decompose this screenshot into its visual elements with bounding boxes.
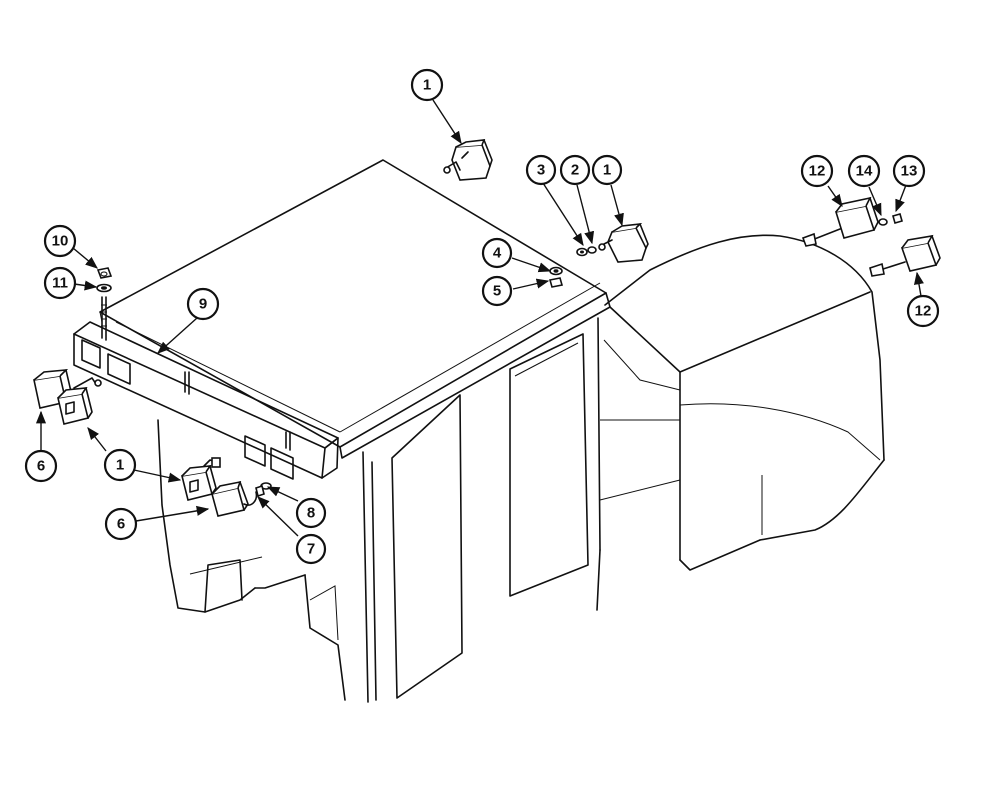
- callout-14: 14: [847, 154, 881, 188]
- work-lamp-rear: [576, 222, 649, 263]
- nut-and-washer: [96, 267, 113, 293]
- callout-11: 11: [43, 266, 77, 300]
- svg-text:14: 14: [856, 163, 873, 180]
- callout-1-top-lamp: 1: [410, 68, 444, 102]
- svg-text:4: 4: [493, 245, 502, 262]
- leader-lines: [35, 99, 924, 537]
- callout-5: 5: [481, 275, 513, 307]
- callout-4: 4: [481, 237, 513, 269]
- svg-text:1: 1: [423, 77, 431, 94]
- callout-1-front: 1: [103, 448, 137, 482]
- rear-lamp-upper: [801, 196, 903, 247]
- callout-2: 2: [559, 154, 591, 186]
- callout-3: 3: [525, 154, 557, 186]
- callout-13: 13: [892, 154, 926, 188]
- callouts: 1 3 2 1 12 14 13 10 11 4 5 12 9 6 1 8 6 …: [24, 68, 940, 565]
- callout-7: 7: [295, 533, 327, 565]
- svg-text:8: 8: [307, 505, 315, 522]
- callout-8: 8: [295, 497, 327, 529]
- svg-text:13: 13: [901, 163, 918, 180]
- cab-body: [99, 159, 885, 703]
- callout-6-center: 6: [104, 507, 138, 541]
- svg-text:1: 1: [603, 162, 611, 179]
- svg-text:12: 12: [809, 163, 826, 180]
- svg-text:9: 9: [199, 296, 207, 313]
- svg-text:12: 12: [915, 303, 932, 320]
- light-bar: [73, 296, 339, 480]
- svg-text:2: 2: [571, 162, 579, 179]
- svg-text:10: 10: [52, 233, 69, 250]
- svg-text:6: 6: [37, 458, 45, 475]
- svg-text:6: 6: [117, 516, 125, 533]
- svg-text:3: 3: [537, 162, 545, 179]
- front-lamps-center: [181, 457, 272, 517]
- roof-fasteners: [548, 266, 564, 288]
- svg-text:5: 5: [493, 283, 501, 300]
- callout-9: 9: [186, 287, 220, 321]
- front-lamps-left: [33, 369, 102, 425]
- callout-12-lower: 12: [906, 294, 940, 328]
- callout-12-upper: 12: [800, 154, 834, 188]
- callout-10: 10: [43, 224, 77, 258]
- svg-text:11: 11: [52, 275, 68, 292]
- work-lamp-top: [443, 139, 493, 181]
- callout-6-left: 6: [24, 449, 58, 483]
- svg-text:7: 7: [307, 541, 315, 558]
- callout-1-rear-lamp: 1: [591, 154, 623, 186]
- svg-text:1: 1: [116, 457, 124, 474]
- rear-lamp-lower: [869, 234, 941, 277]
